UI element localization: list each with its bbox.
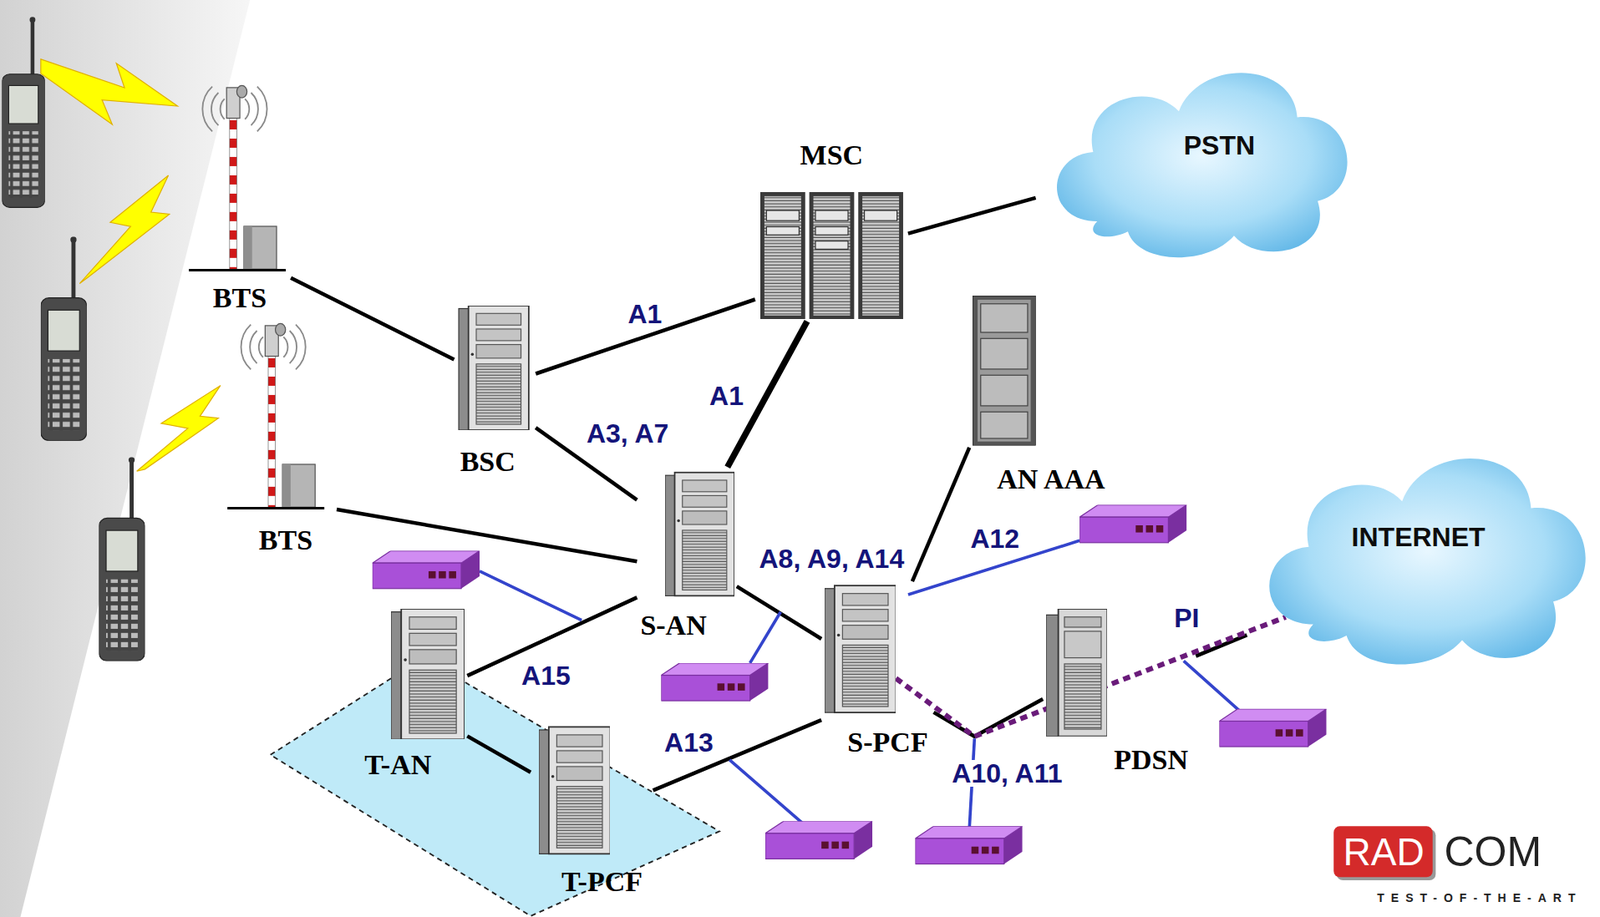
link-line xyxy=(908,198,1037,234)
server-node: BSC xyxy=(453,304,536,482)
server-node-icon xyxy=(457,305,531,431)
phone xyxy=(1,16,45,208)
probe-device xyxy=(660,663,768,701)
base-station-icon xyxy=(188,83,286,273)
server-node: T-AN xyxy=(356,607,468,785)
radio-bolt xyxy=(40,59,221,472)
node-label: S-AN xyxy=(640,609,707,641)
server-node: S-AN xyxy=(636,467,737,645)
node-label: MSC xyxy=(800,139,864,171)
logo-slogan: TEST-OF-THE-ART xyxy=(1376,892,1582,905)
server-node: AN AAA xyxy=(969,294,1114,499)
network-cloud: INTERNET xyxy=(1246,428,1597,674)
switching-center: MSC xyxy=(755,136,909,322)
server-node-icon xyxy=(972,295,1037,447)
logo-word: RAD xyxy=(1343,833,1425,872)
server-node-icon xyxy=(972,295,1037,447)
network-cloud: PSTN xyxy=(1036,45,1358,266)
link-line xyxy=(467,736,531,773)
server-node-icon xyxy=(538,727,610,855)
probe-device xyxy=(1079,505,1187,544)
link-line xyxy=(336,509,637,562)
base-station-icon xyxy=(188,86,286,271)
probe-device xyxy=(765,821,873,859)
switching-center-icon xyxy=(760,192,904,320)
server-node-icon xyxy=(665,472,735,597)
probe-leader xyxy=(1183,660,1240,712)
base-station-icon xyxy=(219,321,332,511)
server-node: S-PCF xyxy=(821,581,934,762)
probe-leader xyxy=(750,612,782,664)
server-node-icon xyxy=(391,609,465,740)
node-label: BTS xyxy=(213,282,267,314)
probe-device xyxy=(372,551,480,590)
radio-bolt xyxy=(40,59,178,125)
interface-label: A1 xyxy=(706,382,747,410)
network-cloud-icon xyxy=(1056,72,1348,258)
switching-center-icon xyxy=(760,192,904,320)
probe-leader xyxy=(479,571,582,621)
link-line xyxy=(912,447,970,582)
node-label: AN AAA xyxy=(996,463,1105,495)
phone xyxy=(40,236,87,441)
server-node-icon xyxy=(391,609,465,740)
target-region xyxy=(270,658,720,917)
node-label: T-PCF xyxy=(561,867,643,899)
link-line xyxy=(535,299,756,375)
phone xyxy=(98,457,145,661)
radio-bolt xyxy=(79,175,169,284)
interface-label: PI xyxy=(1171,604,1202,632)
node-label: PDSN xyxy=(1113,744,1189,776)
node-label: S-PCF xyxy=(847,726,928,758)
interface-label: A3, A7 xyxy=(584,420,671,447)
server-node-icon xyxy=(538,724,610,858)
link-line xyxy=(653,720,823,791)
interface-label: A12 xyxy=(967,525,1022,553)
server-node-icon xyxy=(1046,609,1108,737)
node-label: INTERNET xyxy=(1351,523,1486,553)
node-label: PSTN xyxy=(1183,131,1255,161)
server-node-icon xyxy=(824,584,896,715)
shaded-wedge xyxy=(0,0,250,917)
server-node-icon xyxy=(824,585,896,713)
server-node-icon xyxy=(1046,609,1108,737)
probe-device xyxy=(915,826,1023,864)
server-node: T-PCF xyxy=(530,719,654,902)
node-label: T-AN xyxy=(364,749,432,781)
logo-word: COM xyxy=(1443,831,1542,874)
node-label: BSC xyxy=(460,446,516,478)
interface-label: A13 xyxy=(661,729,717,757)
server-node: PDSN xyxy=(1042,607,1196,780)
radio-bolt xyxy=(137,386,221,473)
node-label: BTS xyxy=(259,525,313,557)
probe-device xyxy=(1219,709,1326,747)
interface-label: A8, A9, A14 xyxy=(756,545,908,573)
server-node-icon xyxy=(665,469,735,600)
base-station: BTS xyxy=(188,83,291,317)
probe-leader xyxy=(729,760,807,827)
base-station: BTS xyxy=(219,321,337,560)
logo-box xyxy=(1333,826,1433,878)
base-station-icon xyxy=(227,323,325,508)
interface-label: A10, A11 xyxy=(949,760,1065,788)
link-line xyxy=(1195,634,1247,656)
interface-label: A1 xyxy=(624,300,665,328)
interface-label: A15 xyxy=(518,662,574,690)
probe-device xyxy=(372,505,1327,865)
server-node-icon xyxy=(458,305,529,431)
network-cloud-icon xyxy=(1269,458,1586,666)
link-line xyxy=(290,278,454,361)
